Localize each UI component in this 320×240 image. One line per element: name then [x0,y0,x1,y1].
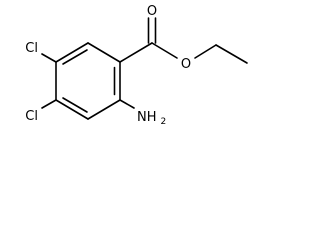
amine-label-text: NH [137,110,157,125]
amine-substituent: NH 2 [119,99,166,127]
chemical-structure: O O Cl Cl NH 2 [25,4,248,127]
amine-label: NH 2 [137,108,166,127]
ring-bond-top-c1 [87,42,121,63]
bond-ring-chlorine-top [41,53,57,63]
bond-carbonyl-ester-oxygen [151,42,178,59]
ring-bond-c2-bottom [87,99,121,120]
ring-bond-bottom-c3 [55,99,89,120]
ring-bond-c4-top [55,42,89,63]
bond-ring-chlorine-bottom [41,99,57,109]
benzene-ring [55,42,121,120]
bond-ester-oxygen-ch2 [194,44,217,59]
carbonyl-oxygen-label: O [147,4,157,19]
ring-double-bond-inner-upper-left [62,49,88,65]
ring-double-bond-inner-lower-left [62,97,88,113]
ester-group: O O [119,4,248,72]
bond-ch2-ch3 [215,44,248,64]
chlorine-bottom-label: Cl [25,109,38,124]
amine-label-subscript: 2 [161,117,167,127]
bond-ring-carbonyl [119,42,153,63]
bond-ring-amine [119,99,135,109]
chlorine-substituents: Cl Cl [25,41,57,124]
ester-oxygen-label: O [181,57,191,72]
chlorine-top-label: Cl [25,41,38,56]
